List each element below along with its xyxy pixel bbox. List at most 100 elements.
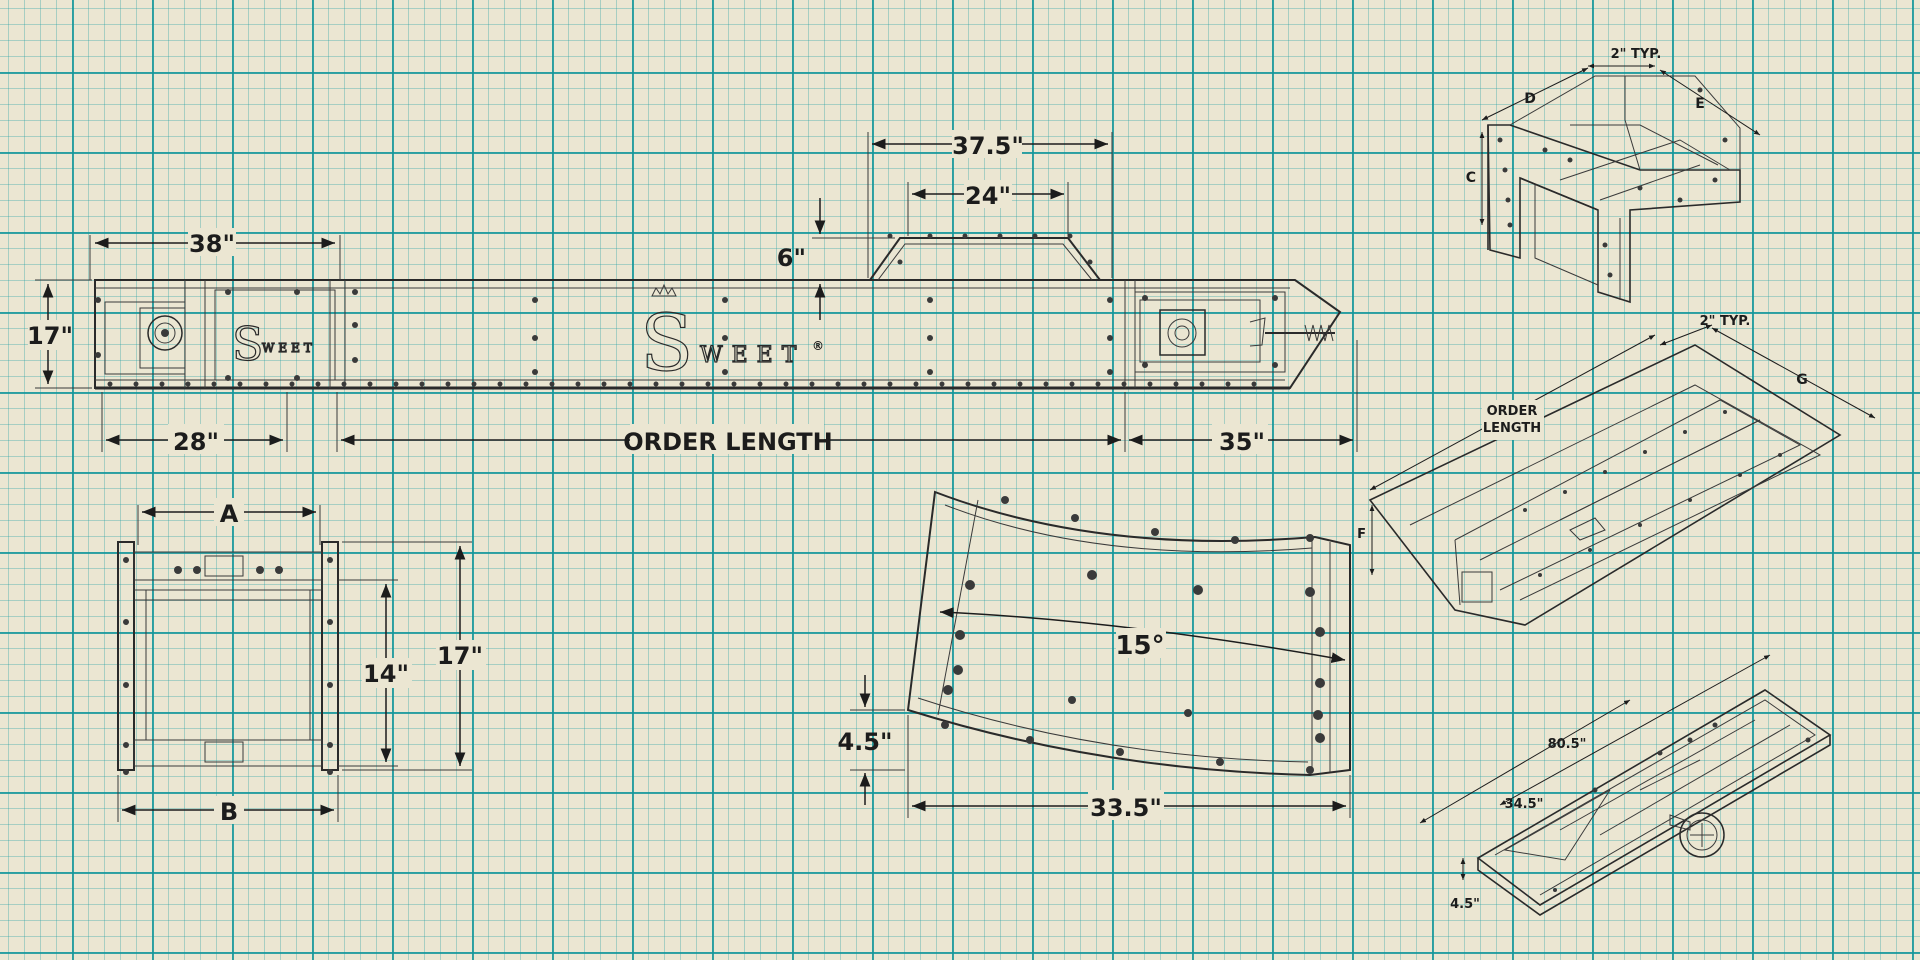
bolt — [722, 335, 728, 341]
bolt — [1107, 369, 1113, 375]
bolt — [991, 381, 997, 387]
bolt — [263, 381, 269, 387]
bolt — [965, 381, 971, 387]
drive-bearing-left — [139, 307, 186, 369]
bolt — [107, 381, 113, 387]
bolt — [315, 381, 321, 387]
logo-main: S — [640, 299, 693, 389]
dim-35-label: 35" — [1219, 428, 1265, 456]
logo-small-sub: WEET — [262, 341, 316, 355]
iso1-d-label: D — [1524, 91, 1536, 107]
iso3-4-5-label: 4.5" — [1450, 897, 1480, 912]
dim-b-label: B — [220, 798, 238, 826]
bolt — [1272, 295, 1278, 301]
bolt — [211, 381, 217, 387]
iso2-order-label: ORDER — [1487, 404, 1538, 419]
bolt — [575, 381, 581, 387]
dim-17-end-label: 17" — [437, 642, 483, 670]
dim-17-left-label: 17" — [27, 322, 73, 350]
bolt — [783, 381, 789, 387]
bolt — [939, 381, 945, 387]
bolt — [1142, 295, 1148, 301]
dim-14-label: 14" — [363, 660, 409, 688]
bolt — [352, 322, 358, 328]
bolt — [1121, 381, 1127, 387]
order-length-label: ORDER LENGTH — [623, 428, 833, 456]
bolt — [1067, 233, 1073, 239]
bolt — [897, 259, 903, 265]
dim-24-label: 24" — [965, 182, 1011, 210]
bolt — [225, 289, 231, 295]
dim-6: 6" — [777, 198, 895, 320]
end-section-view: A B 14" 17" — [117, 498, 486, 826]
bolt — [419, 381, 425, 387]
iso2-2typ-label: 2" TYP. — [1700, 314, 1751, 329]
bolt — [927, 233, 933, 239]
iso3-34-5-label: 34.5" — [1505, 797, 1544, 812]
bolt — [367, 381, 373, 387]
bolt — [722, 297, 728, 303]
bolt — [679, 381, 685, 387]
bolt — [1095, 381, 1101, 387]
dim-38: 38" — [89, 228, 341, 280]
bolt — [1251, 381, 1257, 387]
dim-bottom-chain: 28" ORDER LENGTH 35" — [101, 340, 1358, 456]
bolt — [523, 381, 529, 387]
logo-reg: ® — [812, 339, 824, 353]
bolt — [294, 289, 300, 295]
sweet-logo-small: S WEET — [231, 316, 316, 371]
dim-28-label: 28" — [173, 428, 219, 456]
bolt — [653, 381, 659, 387]
bolt — [532, 369, 538, 375]
inlet-hopper — [869, 237, 1101, 281]
bolt — [887, 381, 893, 387]
side-elevation-view: S WEET ® S WEET 38" 37.5" — [27, 130, 1358, 456]
bolt — [1142, 362, 1148, 368]
dim-38-label: 38" — [189, 230, 235, 258]
bolt — [722, 369, 728, 375]
bolt — [159, 381, 165, 387]
iso-inlet-view: 2" TYP. D E C — [1466, 47, 1761, 304]
bolt — [1043, 381, 1049, 387]
bolt — [549, 381, 555, 387]
bolt — [1087, 259, 1093, 265]
side-bolts — [95, 233, 1278, 387]
bolt — [185, 381, 191, 387]
bolt — [445, 381, 451, 387]
iso1-2typ-label: 2" TYP. — [1611, 47, 1662, 62]
bolt — [887, 233, 893, 239]
bolt — [1032, 233, 1038, 239]
bolt — [601, 381, 607, 387]
dim-15deg-label: 15° — [1115, 631, 1164, 661]
end-view-bolts — [123, 557, 333, 775]
bolt — [532, 335, 538, 341]
dim-24: 24" — [907, 180, 1069, 236]
bolt — [835, 381, 841, 387]
bolt — [471, 381, 477, 387]
bolt — [133, 381, 139, 387]
bolt — [1199, 381, 1205, 387]
bolt — [95, 297, 101, 303]
bolt — [1017, 381, 1023, 387]
dim-37-5-label: 37.5" — [952, 132, 1024, 160]
dim-17-left: 17" — [27, 279, 92, 389]
bolt — [913, 381, 919, 387]
bolt — [809, 381, 815, 387]
take-up-assembly — [1159, 309, 1335, 356]
iso1-e-label: E — [1695, 96, 1705, 112]
bolt — [289, 381, 295, 387]
iso-drive-view: 80.5" 34.5" 4.5" — [1419, 654, 1832, 916]
bolt — [341, 381, 347, 387]
bolt — [1069, 381, 1075, 387]
bolt — [927, 369, 933, 375]
bolt — [627, 381, 633, 387]
iso2-f-label: F — [1357, 527, 1366, 542]
iso2-length-label: LENGTH — [1483, 421, 1541, 436]
bolt — [962, 233, 968, 239]
dim-a-label: A — [220, 500, 239, 528]
bolt — [532, 297, 538, 303]
iso1-c-label: C — [1466, 170, 1476, 186]
iso-trough-view: 2" TYP. G ORDER LENGTH F — [1357, 314, 1876, 626]
iso2-g-label: G — [1796, 372, 1808, 388]
